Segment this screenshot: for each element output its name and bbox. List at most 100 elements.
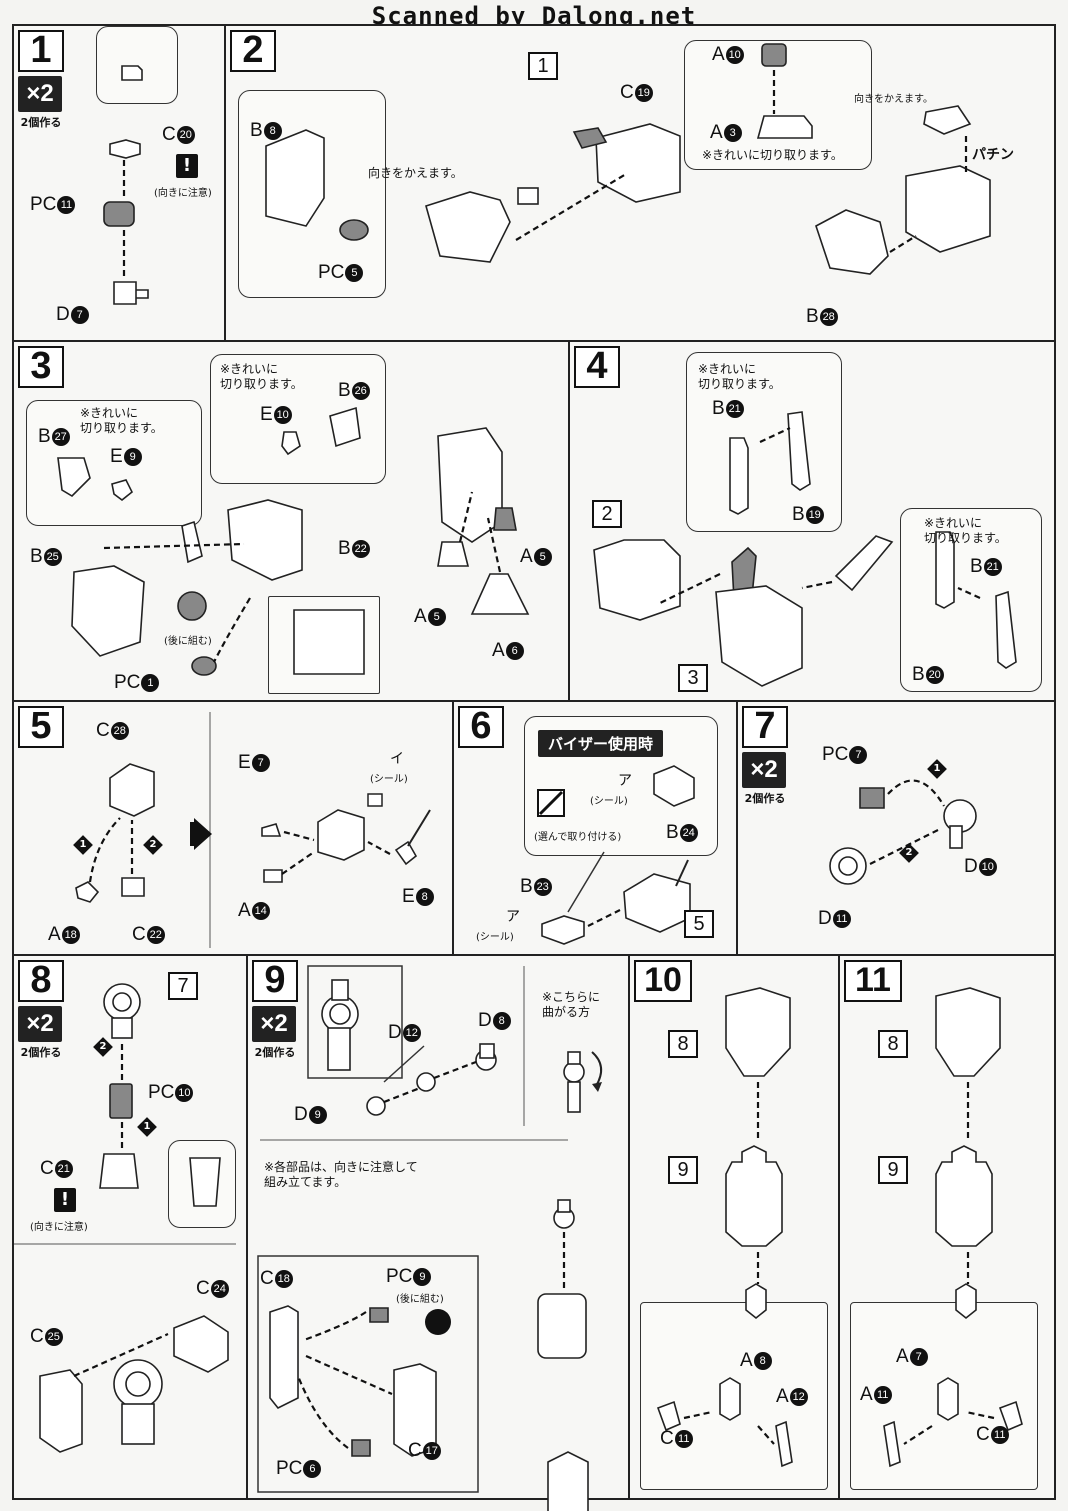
step-10-art — [656, 987, 793, 1468]
part-number: 7 — [70, 305, 89, 324]
part-number: 5 — [345, 263, 364, 282]
make-two-note: 2個作る — [744, 792, 786, 805]
step-ref: 3 — [678, 664, 708, 692]
part-number: 7 — [251, 753, 270, 772]
cut-note-line: 切り取ります。 — [698, 377, 781, 391]
order-marker: 2 — [93, 1037, 113, 1057]
part-letter: E — [238, 752, 251, 773]
times-two-badge: ×2 — [18, 76, 62, 112]
part-letter: B — [338, 538, 351, 559]
part-letter: A — [860, 1384, 873, 1405]
sticker-mark: ア — [506, 909, 520, 925]
part-letter: PC — [822, 744, 849, 765]
part-letter: PC — [114, 672, 141, 693]
part-number: 19 — [805, 505, 824, 524]
cut-note: ※きれいに切り取ります。 — [698, 362, 781, 392]
part-letter: C — [196, 1278, 210, 1299]
part-number: 24 — [210, 1279, 229, 1298]
part-letter: A — [710, 122, 723, 143]
order-number: 2 — [99, 1041, 107, 1052]
make-two-note: 2個作る — [20, 1046, 62, 1059]
part-number: 9 — [308, 1105, 327, 1124]
part-number: 5 — [533, 547, 552, 566]
assembly-note-line: ※各部品は、向きに注意して — [264, 1160, 418, 1174]
part-number: 8 — [492, 1011, 511, 1030]
assembly-note-line: 組み立てます。 — [264, 1175, 347, 1189]
part-letter: B — [712, 398, 725, 419]
part-number: 5 — [427, 607, 446, 626]
part-number: 20 — [176, 125, 195, 144]
part-number: 24 — [679, 823, 698, 842]
cut-note: ※きれいに切り取ります。 — [924, 516, 1007, 546]
cut-note: ※きれいに切り取ります。 — [220, 362, 303, 392]
part-number: 6 — [505, 641, 524, 660]
step-ref: 8 — [668, 1030, 698, 1058]
part-number: 7 — [849, 745, 868, 764]
detail-bubble — [26, 400, 202, 526]
part-letter: D — [294, 1104, 308, 1125]
cut-note-line: ※きれいに — [80, 406, 139, 420]
assembly-note: ※各部品は、向きに注意して組み立てます。 — [264, 1160, 418, 1190]
step-ref: 9 — [878, 1156, 908, 1184]
snap-note: パチン — [972, 147, 1014, 163]
caution-note: (向きに注意) — [154, 188, 212, 199]
part-letter: PC — [386, 1266, 413, 1287]
step-5-art — [75, 712, 431, 948]
part-number: 23 — [533, 877, 552, 896]
part-letter: D — [818, 908, 832, 929]
step-11-art — [883, 987, 1023, 1468]
step-1-art — [103, 65, 149, 305]
part-letter: B — [970, 556, 983, 577]
part-number: 8 — [263, 121, 282, 140]
part-number: 9 — [123, 447, 142, 466]
order-number: 2 — [149, 839, 157, 850]
step-number: 4 — [574, 346, 620, 388]
part-letter: D — [964, 856, 978, 877]
cut-note-line: 切り取ります。 — [80, 421, 163, 435]
part-letter: A — [776, 1386, 789, 1407]
order-marker: 1 — [73, 835, 93, 855]
part-letter: B — [250, 120, 263, 141]
part-letter: A — [896, 1346, 909, 1367]
make-two-note: 2個作る — [254, 1046, 296, 1059]
bend-note-line: 曲がる方 — [542, 1005, 591, 1019]
part-number: 11 — [57, 195, 76, 214]
part-number: 10 — [273, 405, 292, 424]
step-2-art — [265, 43, 991, 275]
part-letter: A — [238, 900, 251, 921]
part-number: 11 — [990, 1425, 1009, 1444]
part-number: 12 — [402, 1023, 421, 1042]
part-number: 22 — [146, 925, 165, 944]
part-number: 14 — [251, 901, 270, 920]
